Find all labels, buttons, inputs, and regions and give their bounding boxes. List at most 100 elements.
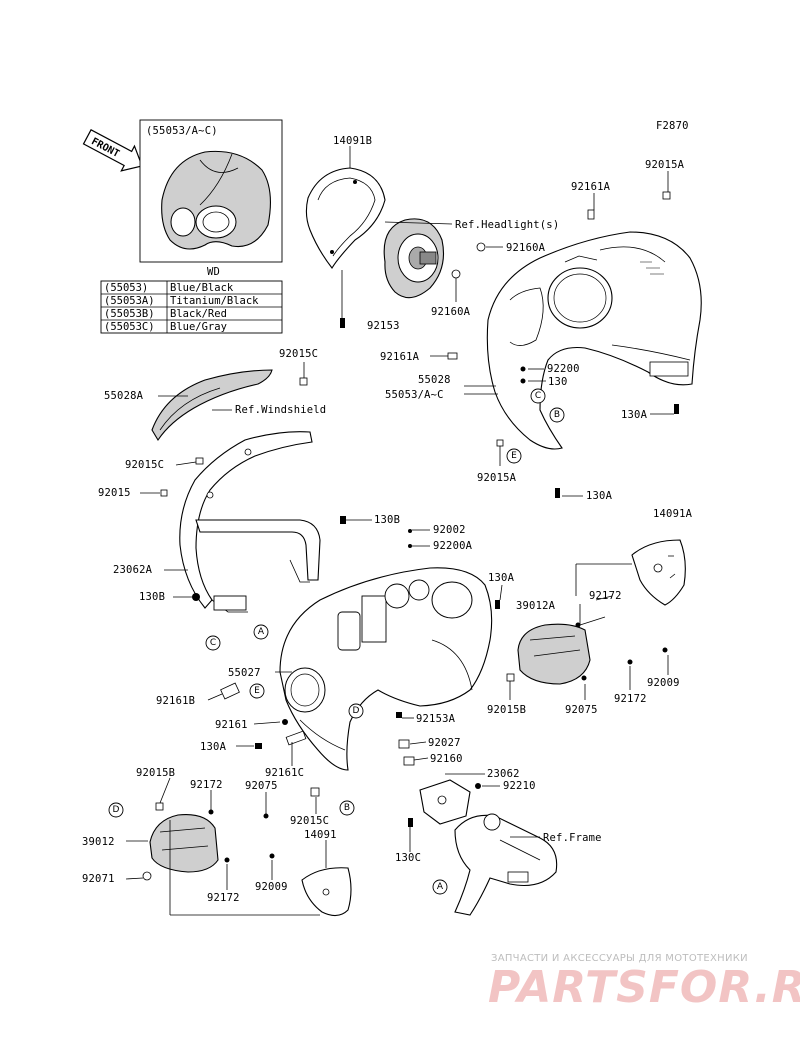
part-label: 14091A <box>653 508 693 520</box>
part-label: 92015C <box>125 459 164 471</box>
part-label: 92160A <box>431 306 471 318</box>
callout-a: A <box>432 879 448 895</box>
table-row-color: Black/Red <box>170 308 227 320</box>
part-14091A-switch-panel <box>631 539 686 606</box>
part-label: 92161 <box>215 719 248 731</box>
footer-watermark: ЗАПЧАСТИ И АКСЕССУАРЫ ДЛЯ МОТОТЕХНИКИ PA… <box>488 953 800 1013</box>
table-row-code: (55053B) <box>104 308 155 320</box>
color-table: WD (55053) Blue/Black (55053A) Titanium/… <box>100 266 283 334</box>
part-label: 14091 <box>304 829 337 841</box>
part-label: 92015C <box>279 348 318 360</box>
part-label: 55027 <box>228 667 261 679</box>
table-row-color: Titanium/Black <box>170 295 259 307</box>
svg-text:A: A <box>437 882 444 892</box>
part-frame-ref <box>454 813 558 916</box>
diagram-code: F2870 <box>656 120 689 132</box>
svg-text:C: C <box>535 391 541 401</box>
callout-d: D <box>108 802 124 818</box>
callout-e: E <box>506 448 522 464</box>
part-label: 92015A <box>645 159 685 171</box>
table-row-code: (55053A) <box>104 295 155 307</box>
part-label: 92161A <box>380 351 420 363</box>
part-label: 130B <box>374 514 400 526</box>
part-39012A-housing <box>517 623 591 685</box>
part-label: 92015B <box>136 767 175 779</box>
part-label: 92172 <box>207 892 240 904</box>
fairing-thumbnail <box>161 150 271 250</box>
table-row-code: (55053C) <box>104 321 155 333</box>
svg-text:E: E <box>254 686 260 696</box>
part-label: 92015A <box>477 472 517 484</box>
ref-label: Ref.Frame <box>543 832 602 844</box>
part-label: 14091B <box>333 135 372 147</box>
table-header: WD <box>207 266 220 278</box>
part-14091B-cover <box>305 167 386 269</box>
part-label: 92172 <box>614 693 647 705</box>
part-labels: 14091B 92015A 92161A Ref.Headlight(s) 92… <box>82 135 693 904</box>
callout-c: C <box>530 388 546 404</box>
svg-text:A: A <box>258 627 265 637</box>
part-label: 92015 <box>98 487 131 499</box>
part-label: 92210 <box>503 780 536 792</box>
part-label: 92161B <box>156 695 195 707</box>
part-label: 55053/A~C <box>385 389 444 401</box>
svg-text:C: C <box>210 638 216 648</box>
svg-text:D: D <box>113 805 120 815</box>
table-row-color: Blue/Black <box>170 282 234 294</box>
svg-text:B: B <box>344 803 350 813</box>
part-label: 92153 <box>367 320 400 332</box>
callout-d: D <box>348 703 364 719</box>
part-label: 92200 <box>547 363 580 375</box>
part-label: 23062A <box>113 564 153 576</box>
part-label: 92015C <box>290 815 329 827</box>
part-label: 92200A <box>433 540 473 552</box>
ref-label: Ref.Headlight(s) <box>455 219 559 231</box>
callout-c: C <box>205 635 221 651</box>
part-14091-switch-panel <box>301 867 352 917</box>
table-row-code: (55053) <box>104 282 148 294</box>
part-label: 130A <box>200 741 227 753</box>
part-23062-bracket <box>419 779 471 825</box>
part-label: 130A <box>586 490 613 502</box>
part-label: 92027 <box>428 737 461 749</box>
part-label: 92160 <box>430 753 463 765</box>
hardware-bolts <box>142 191 679 881</box>
table-row-color: Blue/Gray <box>170 321 227 333</box>
part-label: 92075 <box>565 704 598 716</box>
part-label: 92009 <box>647 677 680 689</box>
part-label: 130A <box>621 409 648 421</box>
footer-caption: ЗАПЧАСТИ И АКСЕССУАРЫ ДЛЯ МОТОТЕХНИКИ <box>491 953 748 964</box>
callout-a: A <box>253 624 269 640</box>
part-label: 39012A <box>516 600 556 612</box>
part-label: 92172 <box>190 779 223 791</box>
part-label: 55028 <box>418 374 451 386</box>
part-label: 92160A <box>506 242 546 254</box>
part-55028-outer-fairing <box>486 231 702 450</box>
footer-logo: PARTSFOR.RU <box>488 962 800 1013</box>
part-23062A-bracket <box>179 431 321 613</box>
part-label: 92015B <box>487 704 526 716</box>
part-label: 130 <box>548 376 568 388</box>
leader-lines <box>125 146 674 916</box>
part-55028A-trim <box>151 369 273 442</box>
part-label: 130B <box>139 591 165 603</box>
part-label: 92153A <box>416 713 456 725</box>
front-arrow-icon: FRONT <box>82 128 143 172</box>
inset-title: (55053/A~C) <box>146 125 218 137</box>
part-label: 92172 <box>589 590 622 602</box>
callout-b: B <box>549 407 565 423</box>
part-label: 92071 <box>82 873 115 885</box>
part-label: 130C <box>395 852 421 864</box>
part-label: 39012 <box>82 836 115 848</box>
callout-markers: C B E C A E D B D A <box>108 388 565 895</box>
part-label: 23062 <box>487 768 520 780</box>
part-label: 92002 <box>433 524 466 536</box>
part-label: 92161C <box>265 767 304 779</box>
part-label: 92075 <box>245 780 278 792</box>
part-label: 130A <box>488 572 515 584</box>
part-39012-housing <box>149 813 219 873</box>
part-55027-inner-fairing <box>279 567 493 771</box>
ref-label: Ref.Windshield <box>235 404 326 416</box>
